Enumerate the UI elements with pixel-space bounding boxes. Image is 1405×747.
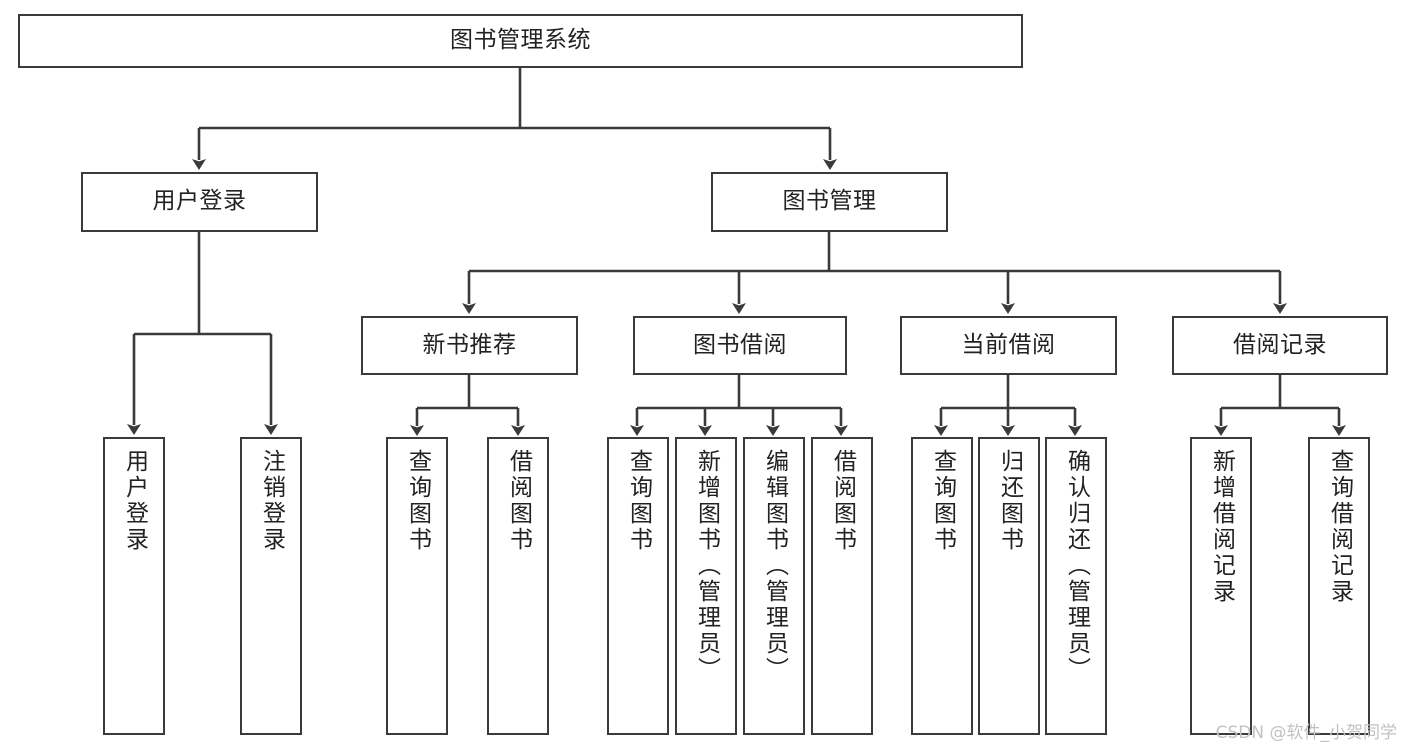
leaf-logout-label: 注销登录	[258, 449, 285, 553]
node-book-borrow[interactable]: 图书借阅	[633, 316, 847, 375]
node-current-borrow[interactable]: 当前借阅	[900, 316, 1117, 375]
leaf-borrow-book-2-label: 借阅图书	[829, 449, 856, 553]
node-borrow-record[interactable]: 借阅记录	[1172, 316, 1388, 375]
node-current-borrow-label: 当前借阅	[961, 331, 1056, 358]
leaf-return-book-label: 归还图书	[996, 449, 1023, 553]
node-new-book-recommend-label: 新书推荐	[422, 331, 517, 358]
node-book-borrow-label: 图书借阅	[693, 331, 787, 358]
node-user-login[interactable]: 用户登录	[81, 172, 318, 232]
leaf-query-book-1-label: 查询图书	[404, 449, 431, 553]
leaf-query-book-2[interactable]: 查询图书	[607, 437, 669, 735]
leaf-return-book[interactable]: 归还图书	[978, 437, 1040, 735]
leaf-user-login-label: 用户登录	[121, 449, 148, 553]
leaf-add-book[interactable]: 新增图书（管理员）	[675, 437, 737, 735]
node-root-label: 图书管理系统	[450, 27, 591, 54]
node-book-manage[interactable]: 图书管理	[711, 172, 948, 232]
leaf-user-login[interactable]: 用户登录	[103, 437, 165, 735]
leaf-logout[interactable]: 注销登录	[240, 437, 302, 735]
node-new-book-recommend[interactable]: 新书推荐	[361, 316, 578, 375]
leaf-confirm-return-label: 确认归还（管理员）	[1063, 449, 1090, 683]
leaf-query-book-2-label: 查询图书	[625, 449, 652, 553]
leaf-edit-book[interactable]: 编辑图书（管理员）	[743, 437, 805, 735]
leaf-borrow-book-1-label: 借阅图书	[505, 449, 532, 553]
leaf-add-record-label: 新增借阅记录	[1208, 449, 1235, 605]
csdn-watermark: CSDN @软件_小贺同学	[1215, 723, 1397, 743]
leaf-query-record[interactable]: 查询借阅记录	[1308, 437, 1370, 735]
leaf-query-book-1[interactable]: 查询图书	[386, 437, 448, 735]
leaf-add-book-label: 新增图书（管理员）	[693, 449, 720, 683]
leaf-query-record-label: 查询借阅记录	[1326, 449, 1353, 605]
leaf-query-book-3[interactable]: 查询图书	[911, 437, 973, 735]
node-borrow-record-label: 借阅记录	[1233, 331, 1327, 358]
leaf-confirm-return[interactable]: 确认归还（管理员）	[1045, 437, 1107, 735]
leaf-borrow-book-2[interactable]: 借阅图书	[811, 437, 873, 735]
node-root[interactable]: 图书管理系统	[18, 14, 1023, 68]
node-user-login-label: 用户登录	[152, 188, 247, 215]
leaf-query-book-3-label: 查询图书	[929, 449, 956, 553]
leaf-add-record[interactable]: 新增借阅记录	[1190, 437, 1252, 735]
leaf-edit-book-label: 编辑图书（管理员）	[761, 449, 788, 683]
node-book-manage-label: 图书管理	[782, 188, 877, 215]
leaf-borrow-book-1[interactable]: 借阅图书	[487, 437, 549, 735]
